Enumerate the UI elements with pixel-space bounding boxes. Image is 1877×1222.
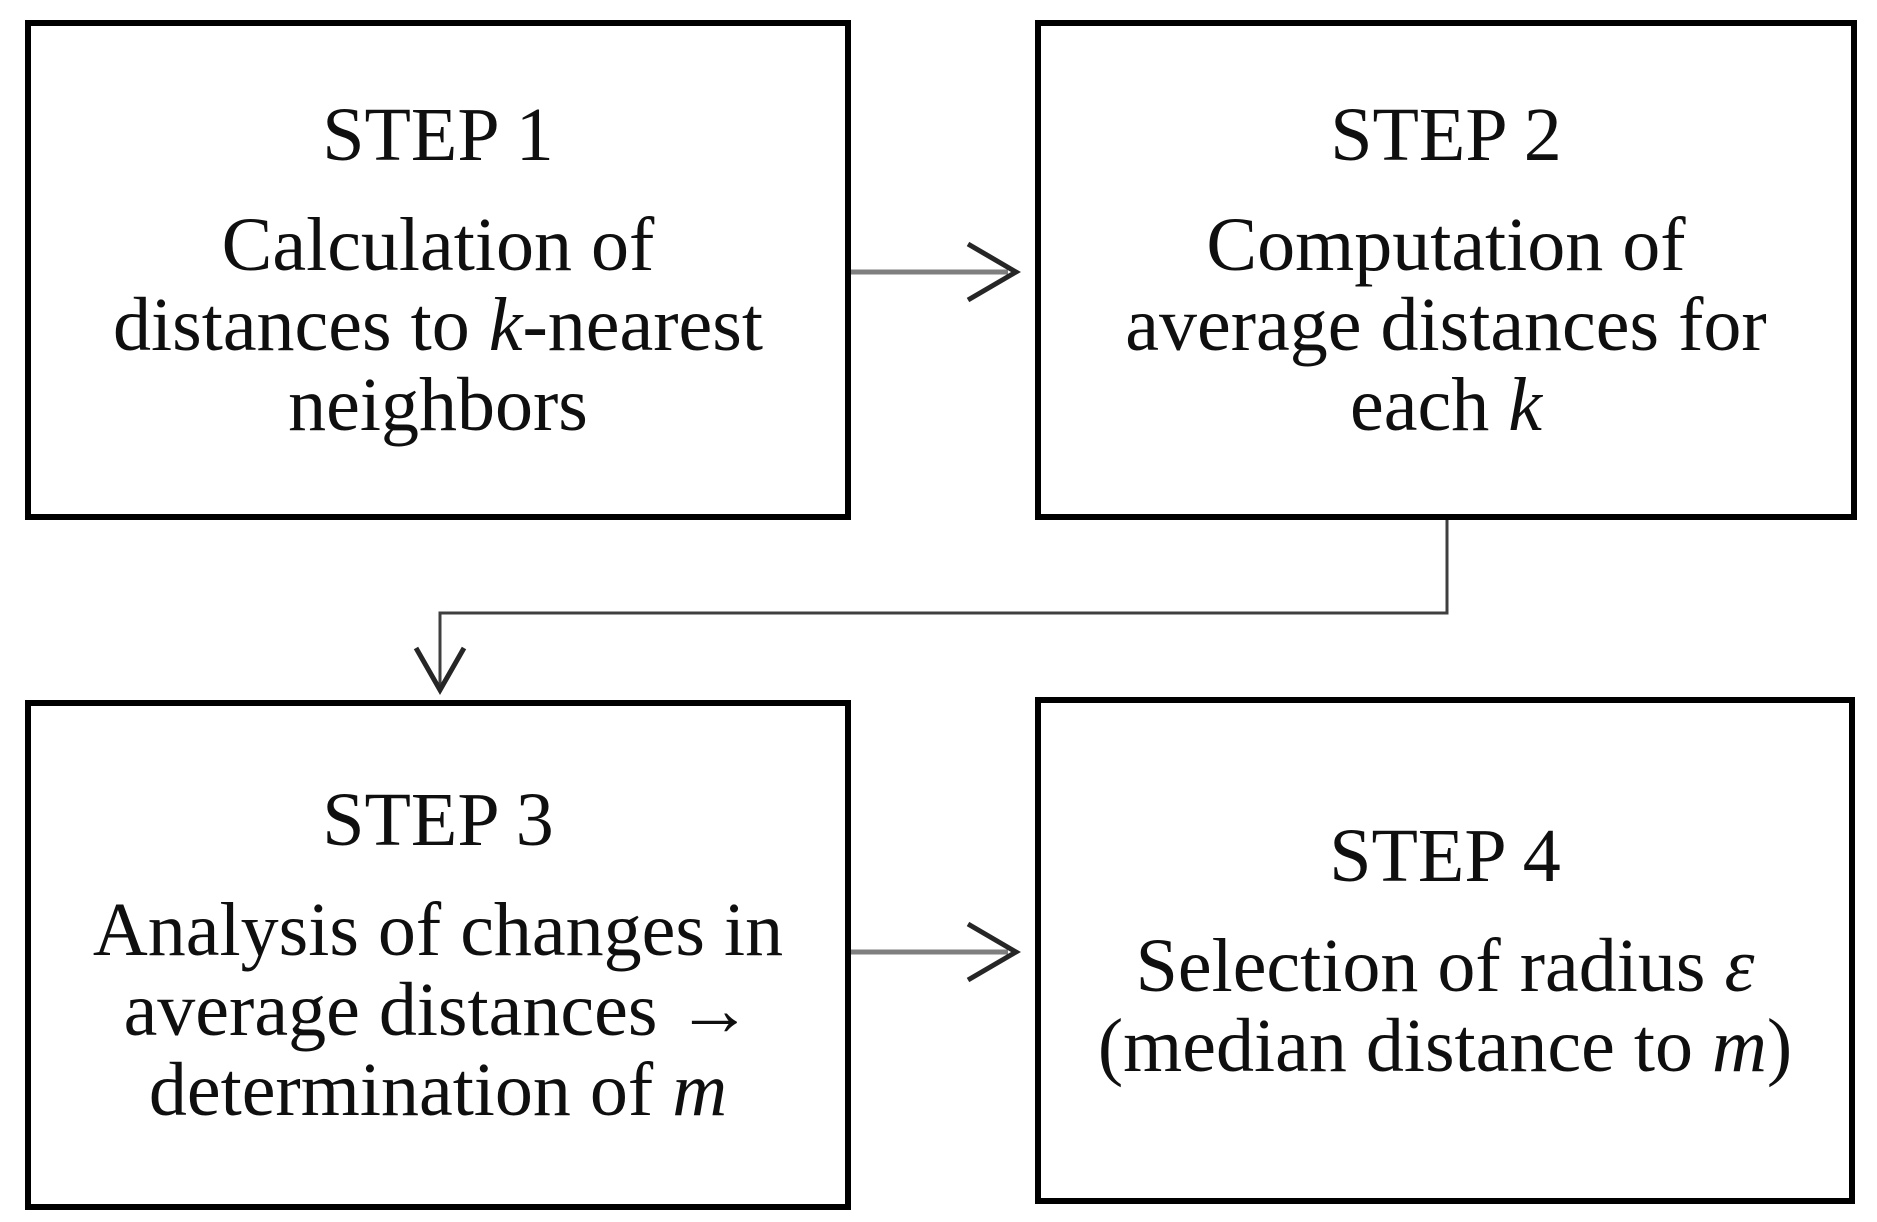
arrow-head-icon [966, 921, 1021, 983]
text-line: Calculation of [113, 205, 763, 285]
text-line: Selection of radius ε [1098, 926, 1792, 1006]
step-1-title: STEP 1 [322, 93, 554, 177]
text-segment: distances to [113, 283, 489, 367]
text-line: each k [1125, 365, 1766, 445]
text-segment: determination of [148, 1048, 673, 1132]
text-line: determination of m [93, 1050, 783, 1130]
text-segment: each [1350, 363, 1509, 447]
text-segment: Calculation of [221, 203, 655, 287]
text-segment: Selection of radius [1135, 923, 1725, 1008]
step-1-box: STEP 1 Calculation of distances to k-nea… [25, 20, 851, 520]
arrow-step3-to-step4 [851, 921, 1021, 983]
text-segment: -nearest [522, 283, 763, 367]
elbow-line [438, 520, 1449, 686]
text-segment: (median distance to [1097, 1003, 1712, 1088]
math-symbol-m: m [1711, 1003, 1767, 1088]
math-symbol-k: k [1508, 363, 1542, 447]
step-3-title: STEP 3 [322, 778, 554, 862]
step-1-description: Calculation of distances to k-nearest ne… [113, 205, 763, 445]
math-symbol-k: k [488, 283, 523, 367]
arrow-step2-to-step3 [413, 520, 1449, 696]
step-4-description: Selection of radius ε (median distance t… [1098, 926, 1792, 1086]
text-segment: Computation of [1206, 203, 1686, 287]
math-symbol-epsilon: ε [1724, 923, 1755, 1008]
step-2-box: STEP 2 Computation of average distances … [1035, 20, 1857, 520]
arrow-head-icon [966, 241, 1021, 303]
text-line: average distances for [1125, 285, 1766, 365]
step-3-box: STEP 3 Analysis of changes in average di… [25, 700, 851, 1210]
text-segment: ) [1766, 1003, 1793, 1088]
text-line: distances to k-nearest [113, 285, 763, 365]
text-segment: Analysis of changes in [92, 888, 784, 972]
arrow-step1-to-step2 [851, 241, 1021, 303]
text-line: neighbors [113, 365, 763, 445]
step-4-title: STEP 4 [1329, 813, 1561, 898]
text-segment: average distances → [123, 968, 753, 1052]
step-3-description: Analysis of changes in average distances… [93, 890, 783, 1130]
step-4-box: STEP 4 Selection of radius ε (median dis… [1035, 697, 1855, 1204]
text-line: Computation of [1125, 205, 1766, 285]
arrow-head-icon [413, 646, 467, 696]
text-line: average distances → [93, 970, 783, 1050]
step-2-title: STEP 2 [1330, 93, 1562, 177]
text-line: (median distance to m) [1098, 1006, 1792, 1086]
step-2-description: Computation of average distances for eac… [1125, 205, 1766, 445]
text-segment: neighbors [288, 363, 588, 447]
math-symbol-m: m [672, 1048, 728, 1132]
text-segment: average distances for [1125, 283, 1767, 367]
text-line: Analysis of changes in [93, 890, 783, 970]
